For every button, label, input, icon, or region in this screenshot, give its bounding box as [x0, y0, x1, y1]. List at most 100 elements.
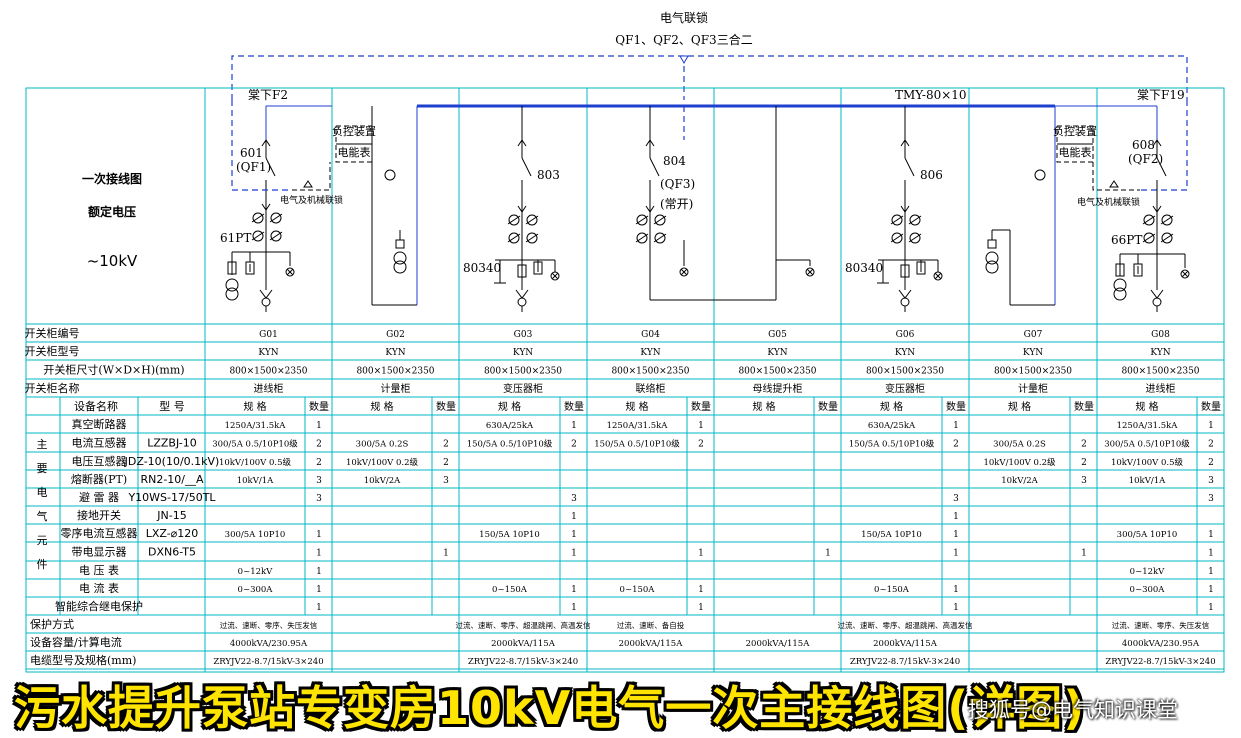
equipment-qty: 2: [698, 440, 704, 450]
equipment-spec: 10kV/100V 0.5级: [1111, 457, 1184, 468]
left-panel-line1: 一次接线图: [82, 171, 142, 186]
qty-header: 数量: [691, 400, 711, 413]
equipment-qty: 2: [316, 440, 322, 450]
equipment-qty: 1: [571, 530, 577, 540]
equipment-spec: 10kV/1A: [1129, 476, 1166, 486]
cabinet-type: KYN: [895, 348, 915, 358]
equipment-qty: 2: [1208, 440, 1214, 450]
fuse-symbol: [987, 239, 997, 249]
interlock-marker-left: [303, 180, 313, 188]
equipment-qty: 3: [1081, 476, 1087, 486]
interlock-dash-left-drop: [231, 100, 292, 191]
g07-meter-box: [1056, 125, 1094, 163]
group-label-char: 主: [37, 438, 48, 451]
cabinet-name: 变压器柜: [503, 382, 543, 395]
equipment-qty: 1: [443, 549, 449, 559]
group-label-char: 气: [37, 509, 48, 523]
equipment-qty: 1: [698, 421, 704, 431]
capacity-cell: 2000kVA/115A: [746, 639, 811, 649]
equipment-spec: 630A/25kA: [868, 421, 916, 431]
cabinet-size: 800×1500×2350: [484, 367, 562, 377]
equipment-qty: 1: [1208, 421, 1214, 431]
g06-breaker-label: 806: [920, 168, 943, 182]
breaker-symbol: [645, 139, 660, 213]
g03-breaker-label: 803: [537, 168, 560, 182]
protection-cell: 过流、速断、备自投: [617, 620, 685, 630]
left-panel-line3: ~10kV: [87, 252, 138, 270]
arrester-symbol: [533, 261, 543, 275]
spec-header: 规 格: [370, 400, 393, 413]
interlock-dash-right-drop: [1140, 100, 1188, 191]
qty-header: 数量: [946, 400, 966, 413]
equipment-qty: 3: [571, 494, 577, 504]
current-transformer-symbol: [251, 212, 283, 224]
equipment-spec: 300/5A 10P10: [1117, 530, 1178, 540]
voltage-transformer-symbol: [985, 251, 999, 274]
equipment-spec: 1250A/31.5kA: [1117, 421, 1179, 431]
group-label-char: 件: [37, 558, 48, 571]
protection-cell: 过流、速断、零序、失压发信: [1112, 620, 1210, 630]
cabinet-size: 800×1500×2350: [229, 367, 307, 377]
equipment-spec: 10kV/100V 0.2级: [346, 457, 419, 468]
qty-header: 数量: [1074, 400, 1094, 413]
fuse-symbol: [395, 239, 405, 249]
equipment-qty: 1: [316, 603, 322, 613]
equipment-qty: 1: [953, 512, 959, 522]
row-header-equip-name: 设备名称: [74, 399, 118, 413]
cable-cell: ZRYJV22-8.7/15kV-3×240: [213, 657, 323, 667]
spec-header: 规 格: [625, 400, 648, 413]
equipment-qty: 2: [1208, 458, 1214, 468]
equipment-qty: 3: [316, 494, 322, 504]
cabinet-name: 母线提升柜: [753, 382, 803, 395]
indicator-lamp-symbol: [285, 267, 295, 277]
equipment-qty: 2: [316, 458, 322, 468]
equipment-spec: 300/5A 0.2S: [993, 440, 1046, 450]
breaker-symbol: [261, 139, 276, 211]
equipment-name: 避 雷 器: [79, 490, 119, 504]
g01-breaker-label: 601: [240, 146, 263, 160]
g07-lamp: [1034, 169, 1046, 181]
g08-qf-label: (QF2): [1128, 152, 1163, 166]
equipment-spec: 10kV/2A: [1001, 476, 1038, 486]
equipment-qty: 1: [953, 585, 959, 595]
cabinet-size: 800×1500×2350: [866, 367, 944, 377]
interlock-dashed-loop: [231, 55, 1188, 100]
frame-grid: [25, 87, 1225, 673]
row-header-cabinet-no: 开关柜编号: [25, 326, 80, 340]
group-label-char: 元: [37, 534, 48, 547]
capacity-cell: 4000kVA/230.95A: [1122, 639, 1200, 649]
cable-termination-symbol: [898, 289, 912, 312]
equipment-qty: 1: [571, 421, 577, 431]
cabinet-name: 变压器柜: [885, 382, 925, 395]
current-transformer-symbol: [251, 230, 283, 242]
cabinet-size: 800×1500×2350: [994, 367, 1072, 377]
equipment-qty: 1: [953, 530, 959, 540]
breaker-symbol: [1152, 139, 1167, 213]
equipment-qty: 1: [316, 567, 322, 577]
indicator-lamp-symbol: [933, 271, 943, 281]
current-transformer-symbol: [507, 232, 539, 244]
qty-header: 数量: [436, 400, 456, 413]
g01-pt-label: 61PT: [220, 231, 251, 245]
arrester-symbol: [227, 261, 237, 275]
g07-box2-label: 电能表: [1059, 145, 1092, 159]
cabinet-no-G06: G06: [896, 330, 915, 340]
equipment-qty: 1: [1208, 603, 1214, 613]
row-header-protection: 保护方式: [30, 617, 74, 631]
equipment-qty: 1: [316, 585, 322, 595]
equipment-qty: 1: [316, 530, 322, 540]
interlock-subtitle: QF1、QF2、QF3三合二: [615, 32, 752, 47]
equipment-qty: 3: [316, 476, 322, 486]
equipment-qty: 1: [1208, 585, 1214, 595]
equipment-model: DXN6-T5: [148, 546, 196, 559]
cabinet-no-G01: G01: [259, 330, 278, 340]
g02-lamp: [384, 169, 396, 181]
cabinet-type: KYN: [1150, 348, 1170, 358]
g03-cable-label: 80340: [463, 261, 501, 275]
breaker-symbol: [900, 139, 915, 213]
left-panel-line2: 额定电压: [88, 204, 136, 219]
arrester-symbol: [1133, 263, 1143, 277]
equipment-spec: 150/5A 10P10: [479, 530, 540, 540]
cabinet-name: 进线柜: [1146, 382, 1176, 395]
equipment-qty: 1: [698, 585, 704, 595]
